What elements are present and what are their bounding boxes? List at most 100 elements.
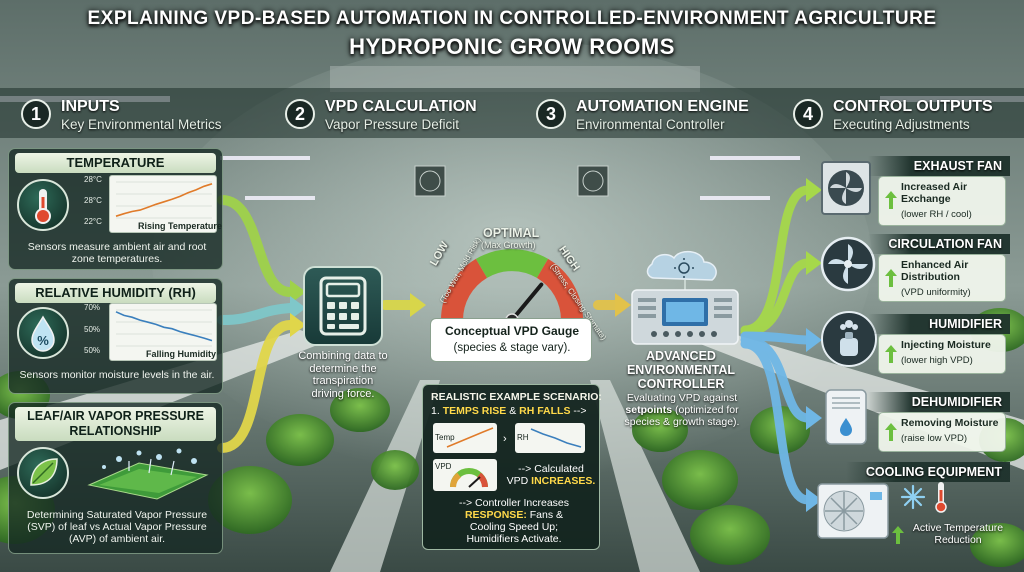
controller-description: Evaluating VPD against setpoints (optimi… bbox=[620, 392, 744, 428]
scenario-step-suffix: --> bbox=[570, 405, 587, 417]
scenario-vpd-mini-gauge: VPD bbox=[433, 459, 497, 491]
stage-number-1: 1 bbox=[21, 99, 51, 129]
output-sub-circulation-fan: (VPD uniformity) bbox=[901, 287, 971, 298]
humidity-chart-caption: Falling Humidity bbox=[146, 349, 217, 359]
stage-number-2: 2 bbox=[285, 99, 315, 129]
stage-subtitle-inputs: Key Environmental Metrics bbox=[61, 117, 222, 132]
temperature-mini-chart: Rising Temperature bbox=[109, 175, 222, 233]
gauge-optimal-sublabel: (Max Growth) bbox=[481, 240, 536, 250]
scenario-step-1: 1. TEMPS RISE & RH FALLS --> bbox=[431, 405, 587, 417]
ac-unit-icon bbox=[814, 480, 892, 547]
up-arrow-icon bbox=[885, 269, 897, 287]
scenario-resp-line3: Cooling Speed Up; bbox=[469, 521, 559, 533]
snowflake-icon bbox=[900, 484, 926, 515]
gauge-low-zone bbox=[441, 258, 488, 321]
gauge-needle bbox=[510, 282, 544, 322]
stage-title-outputs: CONTROL OUTPUTS bbox=[833, 98, 993, 115]
temperature-tick-2: 28°C bbox=[84, 196, 102, 205]
humidity-drop-icon: % bbox=[17, 307, 69, 359]
output-card-exhaust-fan: Increased Air Exchange (lower RH / cool) bbox=[878, 176, 1006, 226]
calculation-description: Combining data to determine the transpir… bbox=[298, 350, 388, 400]
leaf-air-description: Determining Saturated Vapor Pressure (SV… bbox=[26, 509, 208, 545]
gauge-high-zone bbox=[536, 258, 583, 321]
controller-title-line1: ADVANCED bbox=[646, 349, 716, 363]
scenario-temps-rise: TEMPS RISE bbox=[442, 405, 507, 417]
stage-title-automation: AUTOMATION ENGINE bbox=[576, 98, 749, 115]
scenario-temp-chart: Temp bbox=[433, 423, 497, 453]
output-main-humidifier: Injecting Moisture bbox=[901, 339, 991, 351]
leaf-air-panel: LEAF/AIR VAPOR PRESSURE RELATIONSHIP Det… bbox=[8, 402, 223, 554]
vpd-gauge bbox=[441, 249, 583, 326]
humidity-trend-line bbox=[115, 311, 213, 342]
humidity-description: Sensors monitor moisture levels in the a… bbox=[19, 369, 215, 381]
up-arrow-icon bbox=[885, 191, 897, 209]
stage-subtitle-automation: Environmental Controller bbox=[576, 117, 725, 132]
leaf-icon bbox=[17, 447, 69, 499]
output-card-humidifier: Injecting Moisture (lower high VPD) bbox=[878, 334, 1006, 374]
exhaust-fan-icon bbox=[818, 158, 874, 223]
scenario-arrow-icon: › bbox=[503, 433, 507, 445]
humidity-mini-chart: Falling Humidity bbox=[109, 303, 217, 361]
stage-title-vpd: VPD CALCULATION bbox=[325, 98, 477, 115]
example-scenario-panel: REALISTIC EXAMPLE SCENARIO: 1. TEMPS RIS… bbox=[422, 384, 602, 550]
scenario-rh-label: RH bbox=[517, 433, 529, 442]
stage-subtitle-outputs: Executing Adjustments bbox=[833, 117, 970, 132]
gauge-caption-title: Conceptual VPD Gauge bbox=[444, 324, 580, 338]
leaf-surface-illustration bbox=[79, 445, 217, 508]
output-sub-exhaust-fan: (lower RH / cool) bbox=[901, 209, 972, 220]
temperature-description: Sensors measure ambient air and root zon… bbox=[27, 241, 207, 265]
temperature-trend-line bbox=[115, 183, 213, 217]
temperature-tick-1: 28°C bbox=[84, 175, 102, 184]
gauge-caption-subtitle: (species & stage vary). bbox=[453, 342, 571, 354]
gauge-optimal-zone bbox=[475, 249, 549, 279]
controller-device-icon bbox=[624, 248, 746, 353]
circulation-fan-icon bbox=[818, 234, 878, 299]
up-arrow-icon bbox=[885, 423, 897, 441]
stage-subtitle-vpd: Vapor Pressure Deficit bbox=[325, 117, 460, 132]
humidity-panel: RELATIVE HUMIDITY (RH) % Falling Humidit… bbox=[8, 278, 223, 394]
svg-text:%: % bbox=[37, 333, 49, 348]
output-title-cooling: COOLING EQUIPMENT bbox=[846, 462, 1010, 482]
up-arrow-icon bbox=[892, 526, 904, 544]
scenario-vpd-increases: INCREASES. bbox=[531, 475, 596, 487]
output-title-humidifier: HUMIDIFIER bbox=[868, 314, 1010, 334]
humidifier-icon bbox=[820, 310, 878, 373]
up-arrow-icon bbox=[885, 345, 897, 363]
scenario-temp-label: Temp bbox=[435, 433, 455, 442]
scenario-step-prefix: 1. bbox=[431, 405, 443, 417]
scenario-step-mid: & bbox=[506, 405, 520, 417]
dehumidifier-icon bbox=[818, 386, 874, 453]
scenario-rh-chart: RH bbox=[515, 423, 585, 453]
controller-desc-suffix: (optimized for species & growth stage). bbox=[624, 404, 740, 428]
stage-number-4: 4 bbox=[793, 99, 823, 129]
scenario-vpd-label: VPD bbox=[435, 462, 452, 471]
scenario-resp-line4: Humidifiers Activate. bbox=[466, 533, 562, 545]
temperature-panel: TEMPERATURE Rising Temperature 28°C 28°C… bbox=[8, 148, 223, 270]
output-main-exhaust-fan: Increased Air Exchange bbox=[901, 181, 968, 205]
output-title-exhaust-fan: EXHAUST FAN bbox=[868, 156, 1010, 176]
gauge-optimal-label: OPTIMAL bbox=[483, 226, 540, 240]
output-sub-dehumidifier: (raise low VPD) bbox=[901, 433, 967, 444]
temperature-chart-caption: Rising Temperature bbox=[138, 221, 222, 231]
page-title: EXPLAINING VPD-BASED AUTOMATION IN CONTR… bbox=[87, 8, 937, 29]
thermometer-icon bbox=[17, 179, 69, 231]
scenario-resp-line2: Fans & bbox=[526, 509, 564, 521]
controller-title-line3: CONTROLLER bbox=[637, 377, 725, 391]
temperature-panel-title: TEMPERATURE bbox=[15, 153, 216, 173]
output-main-cooling: Active Temperature Reduction bbox=[912, 522, 1004, 546]
controller-desc-prefix: Evaluating VPD against bbox=[626, 392, 738, 404]
calculator-icon bbox=[303, 266, 383, 346]
gauge-caption-card: Conceptual VPD Gauge (species & stage va… bbox=[430, 318, 592, 362]
output-card-cooling: Active Temperature Reduction bbox=[892, 520, 1008, 554]
scenario-calc-prefix: VPD bbox=[506, 475, 532, 487]
output-sub-humidifier: (lower high VPD) bbox=[901, 355, 973, 366]
output-main-circulation-fan: Enhanced Air Distribution bbox=[901, 259, 969, 283]
output-title-circulation-fan: CIRCULATION FAN bbox=[868, 234, 1010, 254]
humidity-tick-3: 50% bbox=[84, 346, 101, 355]
scenario-resp-line1: --> Controller Increases bbox=[459, 497, 569, 509]
output-title-dehumidifier: DEHUMIDIFIER bbox=[868, 392, 1010, 412]
humidity-tick-1: 70% bbox=[84, 303, 101, 312]
